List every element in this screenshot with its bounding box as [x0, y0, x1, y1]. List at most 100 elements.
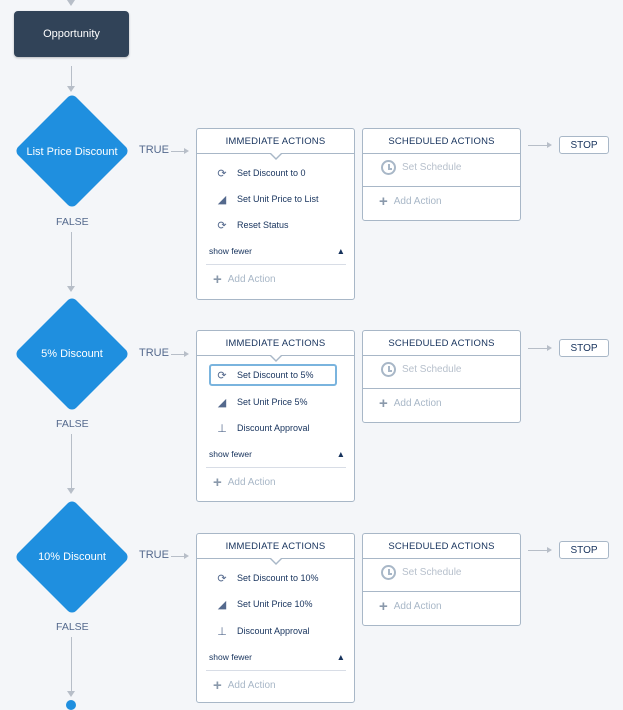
start-node[interactable]: Opportunity	[14, 11, 129, 57]
action-label: Set Unit Price 5%	[237, 397, 308, 407]
false-label: FALSE	[56, 621, 89, 633]
divider	[363, 186, 520, 187]
action-label: Set Discount to 0	[237, 168, 306, 178]
start-node-label: Opportunity	[43, 28, 100, 40]
set-schedule-button[interactable]: Set Schedule	[381, 565, 462, 580]
clock-icon	[381, 565, 396, 580]
stop-node: STOP	[559, 339, 609, 357]
add-action-button[interactable]: + Add Action	[213, 473, 276, 491]
action-label: Set Unit Price to List	[237, 194, 319, 204]
notch-icon	[268, 152, 283, 160]
add-action-button[interactable]: + Add Action	[379, 394, 442, 412]
show-fewer-toggle[interactable]: show fewer ▲	[209, 449, 345, 459]
update-records-icon: ◢	[217, 193, 227, 206]
add-action-label: Add Action	[393, 196, 442, 207]
plus-icon: +	[379, 597, 388, 615]
action-item[interactable]: ⟳ Set Discount to 0	[215, 165, 306, 181]
update-records-icon: ◢	[217, 598, 227, 611]
action-item-selected[interactable]: ⟳ Set Discount to 5%	[209, 364, 337, 386]
set-schedule-button[interactable]: Set Schedule	[381, 160, 462, 175]
show-fewer-label: show fewer	[209, 652, 252, 662]
divider	[206, 467, 346, 468]
action-label: Set Discount to 5%	[237, 370, 314, 380]
scheduled-actions-panel: SCHEDULED ACTIONS Set Schedule + Add Act…	[362, 533, 521, 626]
action-label: Discount Approval	[237, 626, 310, 636]
divider	[206, 670, 346, 671]
add-action-label: Add Action	[393, 398, 442, 409]
show-fewer-toggle[interactable]: show fewer ▲	[209, 246, 345, 256]
action-item[interactable]: ⊥ Discount Approval	[215, 623, 310, 639]
panel-title: SCHEDULED ACTIONS	[388, 337, 495, 349]
action-item[interactable]: ◢ Set Unit Price 5%	[215, 394, 308, 410]
update-records-icon: ◢	[217, 396, 227, 409]
criteria-label: 10% Discount	[38, 551, 106, 563]
add-action-button[interactable]: + Add Action	[213, 272, 276, 287]
true-label: TRUE	[139, 347, 169, 359]
add-action-button[interactable]: + Add Action	[379, 597, 442, 615]
refresh-icon: ⟳	[217, 369, 227, 382]
action-label: Reset Status	[237, 220, 289, 230]
approval-stamp-icon: ⊥	[217, 625, 227, 638]
notch-icon	[268, 354, 283, 362]
action-item[interactable]: ⊥ Discount Approval	[215, 420, 310, 436]
divider	[206, 264, 346, 265]
plus-icon: +	[213, 676, 222, 694]
panel-header: SCHEDULED ACTIONS	[363, 534, 520, 559]
immediate-actions-panel: IMMEDIATE ACTIONS ⟳ Set Discount to 5% ◢…	[196, 330, 355, 502]
panel-title: IMMEDIATE ACTIONS	[225, 540, 326, 552]
panel-header: SCHEDULED ACTIONS	[363, 331, 520, 356]
connector-line	[71, 434, 72, 488]
action-item[interactable]: ◢ Set Unit Price to List	[215, 191, 319, 207]
panel-title: IMMEDIATE ACTIONS	[225, 135, 326, 147]
action-item[interactable]: ⟳ Reset Status	[215, 217, 289, 233]
add-action-label: Add Action	[227, 680, 276, 691]
stop-label: STOP	[570, 139, 598, 151]
true-arrow	[171, 351, 189, 357]
clock-icon	[381, 160, 396, 175]
panel-header: IMMEDIATE ACTIONS	[197, 331, 354, 362]
panel-header: IMMEDIATE ACTIONS	[197, 129, 354, 160]
add-action-label: Add Action	[227, 274, 276, 285]
arrow-down-icon	[67, 0, 75, 6]
connector-line	[71, 637, 72, 691]
action-item[interactable]: ⟳ Set Discount to 10%	[215, 570, 318, 586]
add-action-button[interactable]: + Add Action	[213, 676, 276, 694]
arrow-down-icon	[67, 86, 75, 92]
show-fewer-toggle[interactable]: show fewer ▲	[209, 652, 345, 662]
scheduled-actions-panel: SCHEDULED ACTIONS Set Schedule + Add Act…	[362, 330, 521, 423]
arrow-down-icon	[67, 691, 75, 697]
arrow-down-icon	[67, 488, 75, 494]
criteria-label: 5% Discount	[41, 348, 103, 360]
clock-icon	[381, 362, 396, 377]
plus-icon: +	[379, 394, 388, 412]
stop-label: STOP	[570, 342, 598, 354]
stop-arrow	[528, 345, 552, 351]
connector-line	[71, 66, 72, 87]
false-label: FALSE	[56, 216, 89, 228]
true-label: TRUE	[139, 144, 169, 156]
plus-icon: +	[213, 473, 222, 491]
stop-arrow	[528, 142, 552, 148]
action-item[interactable]: ◢ Set Unit Price 10%	[215, 596, 313, 612]
immediate-actions-panel: IMMEDIATE ACTIONS ⟳ Set Discount to 0 ◢ …	[196, 128, 355, 300]
divider	[363, 388, 520, 389]
add-action-label: Add Action	[393, 601, 442, 612]
panel-header: SCHEDULED ACTIONS	[363, 129, 520, 154]
false-label: FALSE	[56, 418, 89, 430]
set-schedule-label: Set Schedule	[402, 364, 462, 375]
set-schedule-button[interactable]: Set Schedule	[381, 362, 462, 377]
caret-up-icon: ▲	[336, 246, 345, 256]
action-label: Discount Approval	[237, 423, 310, 433]
next-node-indicator	[66, 700, 76, 710]
action-label: Set Unit Price 10%	[237, 599, 313, 609]
set-schedule-label: Set Schedule	[402, 567, 462, 578]
caret-up-icon: ▲	[336, 449, 345, 459]
divider	[363, 591, 520, 592]
add-action-button[interactable]: + Add Action	[379, 194, 442, 209]
notch-icon	[268, 557, 283, 565]
stop-arrow	[528, 547, 552, 553]
panel-title: SCHEDULED ACTIONS	[388, 540, 495, 552]
panel-header: IMMEDIATE ACTIONS	[197, 534, 354, 565]
panel-title: IMMEDIATE ACTIONS	[225, 337, 326, 349]
immediate-actions-panel: IMMEDIATE ACTIONS ⟳ Set Discount to 10% …	[196, 533, 355, 703]
